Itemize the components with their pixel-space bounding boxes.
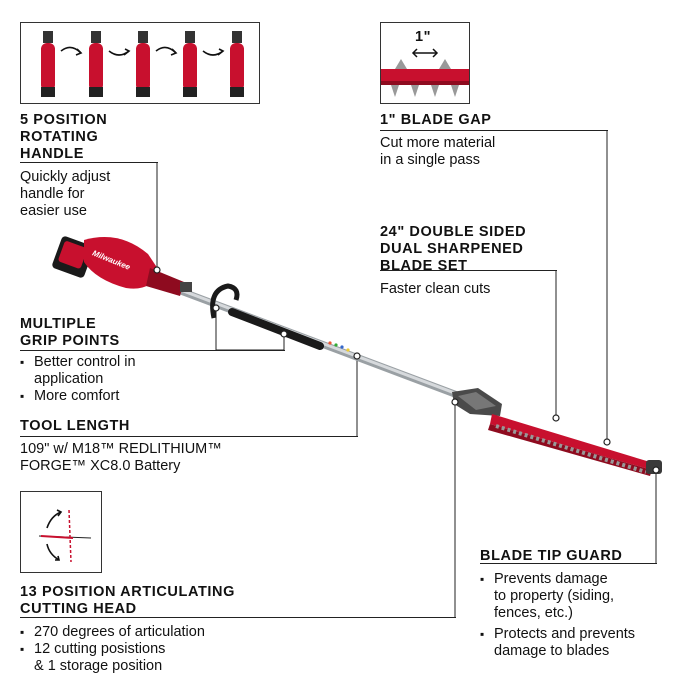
blade-set-desc: Faster clean cuts xyxy=(380,281,491,297)
blade-set xyxy=(488,414,662,476)
loop-handle xyxy=(210,283,240,319)
tip-guard-bullet-2-cont: damage to blades xyxy=(494,643,610,659)
blade-set-title-2: DUAL SHARPENED xyxy=(380,241,524,257)
handle-icon xyxy=(230,31,244,97)
handle-icon xyxy=(89,31,103,97)
tool-length-line-1: 109" w/ M18™ REDLITHIUM™ xyxy=(20,441,222,457)
tip-guard-rule xyxy=(480,563,657,564)
grip-rule xyxy=(20,350,285,351)
shaft-markers xyxy=(328,341,350,352)
rotate-arrow-icon xyxy=(60,46,225,56)
blade-gap-callout: 1" BLADE GAP Cut more material in a sing… xyxy=(380,112,495,169)
blade-set-callout: 24" DOUBLE SIDED DUAL SHARPENED BLADE SE… xyxy=(380,224,526,298)
articulating-bullet-1: 270 degrees of articulation xyxy=(20,624,235,641)
articulating-title-1: 13 POSITION ARTICULATING xyxy=(20,584,235,600)
tip-guard-title: BLADE TIP GUARD xyxy=(480,548,623,564)
articulating-bullet-2-cont: & 1 storage position xyxy=(34,658,163,674)
handle-title-3: HANDLE xyxy=(20,146,85,162)
articulate-arrow-icon xyxy=(46,509,63,561)
blade-gap-desc-2: in a single pass xyxy=(380,152,480,168)
handle-icon xyxy=(41,31,55,97)
grip-bullet-1-cont: application xyxy=(34,371,104,387)
handle-icon xyxy=(136,31,150,97)
articulation-illustration xyxy=(38,509,92,563)
grip-title-1: MULTIPLE xyxy=(20,316,97,332)
articulation-inset xyxy=(20,491,102,573)
blade-gap-title: 1" BLADE GAP xyxy=(380,112,492,128)
tip-guard-bullet-2: Protects and prevents xyxy=(480,626,635,643)
foam-grip xyxy=(228,308,324,350)
blade-gap-size-label: 1" xyxy=(415,29,432,45)
handle-title-2: ROTATING xyxy=(20,129,99,145)
handle-desc-1: Quickly adjust xyxy=(20,169,111,185)
tool-length-callout: TOOL LENGTH 109" w/ M18™ REDLITHIUM™ FOR… xyxy=(20,418,222,475)
blade-set-title-3: BLADE SET xyxy=(380,258,468,274)
tool-length-rule xyxy=(20,436,358,437)
blade-set-rule xyxy=(380,270,557,271)
handle-positions-inset xyxy=(20,22,260,104)
tip-guard-callout: BLADE TIP GUARD Prevents damage to prope… xyxy=(480,548,635,660)
tool-length-line-2: FORGE™ XC8.0 Battery xyxy=(20,458,181,474)
callout-dots xyxy=(153,266,660,474)
handle-icon xyxy=(183,31,197,97)
articulating-bullet-2: 12 cutting posistions xyxy=(20,641,235,658)
double-arrow-icon xyxy=(411,48,439,58)
tip-guard-bullet-1: Prevents damage xyxy=(480,571,635,588)
cutting-head xyxy=(452,388,502,416)
grip-callout: MULTIPLE GRIP POINTS Better control in a… xyxy=(20,316,136,405)
blade-gap-inset: 1" xyxy=(380,22,470,104)
tool-length-title: TOOL LENGTH xyxy=(20,418,130,434)
handle-title-1: 5 POSITION xyxy=(20,112,108,128)
rotating-handle-illustration xyxy=(41,31,244,97)
grip-title-2: GRIP POINTS xyxy=(20,333,120,349)
articulating-title-2: CUTTING HEAD xyxy=(20,601,137,617)
articulating-callout: 13 POSITION ARTICULATING CUTTING HEAD 27… xyxy=(20,584,235,675)
blade-set-title-1: 24" DOUBLE SIDED xyxy=(380,224,527,240)
grip-bullet-2: More comfort xyxy=(20,388,136,405)
handle-rule xyxy=(20,162,158,163)
handle-desc-3: easier use xyxy=(20,203,87,219)
articulating-rule xyxy=(20,617,456,618)
blade-gap-rule xyxy=(380,130,608,131)
power-head: Milwaukee xyxy=(52,236,192,296)
tip-guard-bullet-1-cont-1: to property (siding, xyxy=(494,588,615,604)
handle-callout: 5 POSITION ROTATING HANDLE Quickly adjus… xyxy=(20,112,110,220)
handle-desc-2: handle for xyxy=(20,186,85,202)
blade-gap-illustration xyxy=(381,48,469,97)
tip-guard-bullet-1-cont-2: fences, etc.) xyxy=(494,605,573,621)
grip-bullet-1: Better control in xyxy=(20,354,136,371)
blade-gap-desc-1: Cut more material xyxy=(380,135,496,151)
